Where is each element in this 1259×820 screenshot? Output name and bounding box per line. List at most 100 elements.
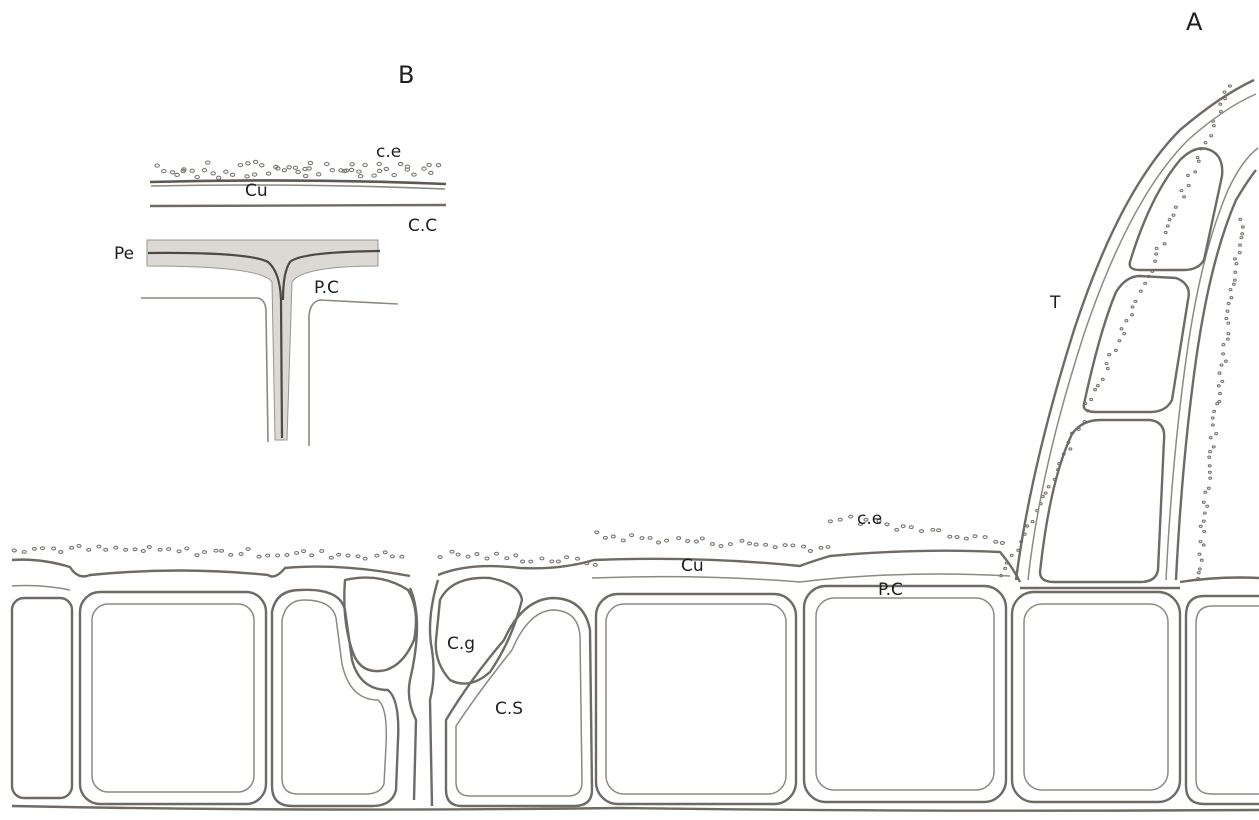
granule — [384, 167, 388, 170]
granule — [1000, 542, 1004, 545]
granule — [764, 543, 768, 546]
granule — [1168, 219, 1171, 221]
granule — [1241, 226, 1244, 228]
label-b-pectin: Pe — [114, 244, 134, 264]
granule — [657, 541, 661, 544]
guard-cell-left — [344, 578, 416, 672]
trichome-cell-3 — [1130, 148, 1223, 270]
granule — [1090, 398, 1093, 400]
cell-7-lumen — [1024, 604, 1168, 790]
granule — [849, 515, 853, 518]
stoma-pore-right — [430, 580, 438, 806]
granule — [1226, 310, 1229, 312]
granule — [320, 550, 324, 553]
granule — [1187, 174, 1190, 176]
granule — [1134, 300, 1137, 302]
granule — [1204, 491, 1207, 493]
granule — [1105, 363, 1108, 365]
granule — [246, 162, 250, 165]
panel-label-a: A — [1186, 8, 1203, 36]
granule — [1131, 306, 1134, 308]
label-a-subsidiary-cell: C.S — [495, 699, 523, 719]
granule — [104, 548, 108, 551]
granule — [330, 169, 334, 172]
granule — [909, 526, 913, 529]
granule — [450, 550, 454, 553]
granule — [1108, 354, 1111, 356]
granule — [611, 535, 615, 538]
granule — [293, 166, 297, 169]
granule — [325, 163, 329, 166]
granule — [124, 548, 128, 551]
granule — [1211, 417, 1214, 419]
granule — [399, 162, 403, 165]
granule — [1094, 389, 1097, 391]
granule — [214, 549, 218, 552]
label-b-epicuticular: c.e — [376, 142, 401, 162]
granule — [648, 537, 652, 540]
granule — [229, 553, 233, 556]
granule — [203, 551, 207, 554]
granule — [285, 554, 289, 557]
granule — [167, 548, 171, 551]
granule — [495, 552, 499, 555]
granule — [576, 557, 580, 560]
granule — [287, 166, 291, 169]
granule — [740, 539, 744, 542]
granule — [211, 172, 215, 175]
granule — [521, 560, 525, 563]
granule — [826, 546, 830, 549]
granule — [994, 540, 998, 543]
granule — [230, 173, 234, 176]
granule — [350, 163, 354, 166]
granule — [710, 543, 714, 546]
granule — [438, 556, 442, 559]
granule — [964, 537, 968, 540]
granule — [1163, 243, 1166, 245]
granule — [147, 546, 151, 549]
stoma-pore-left — [409, 588, 417, 800]
granule — [983, 536, 987, 539]
granule — [1200, 559, 1203, 561]
cell-8 — [1186, 596, 1259, 804]
granule — [372, 174, 376, 177]
granule — [1199, 541, 1202, 543]
granule — [363, 164, 367, 167]
granule — [828, 520, 832, 523]
cell-6-lumen — [816, 598, 994, 790]
granule — [1004, 567, 1007, 569]
granule — [686, 540, 690, 543]
cell-6 — [804, 586, 1006, 802]
granule — [1241, 233, 1244, 235]
pectin-band-b — [147, 240, 378, 440]
granule — [392, 174, 396, 177]
granule — [1187, 184, 1190, 186]
granule — [260, 164, 264, 167]
granule — [1234, 258, 1237, 260]
granule — [505, 557, 509, 560]
granule — [1101, 378, 1104, 380]
granule — [1203, 512, 1206, 514]
granule — [1042, 495, 1045, 497]
granule — [920, 530, 924, 533]
granule — [337, 553, 341, 556]
granule — [1155, 247, 1158, 249]
granule — [400, 555, 404, 558]
granule — [59, 551, 63, 554]
granule — [170, 171, 174, 174]
granule — [427, 163, 431, 166]
trichome-right-wall — [1176, 170, 1256, 580]
granule — [190, 169, 194, 172]
granule — [556, 560, 560, 563]
granule — [295, 552, 299, 555]
granule — [514, 554, 518, 557]
granule — [1172, 214, 1175, 216]
granule — [1218, 372, 1221, 374]
granule — [1238, 252, 1241, 254]
granule — [41, 547, 45, 550]
cuticle-surface-far-right — [1180, 578, 1259, 583]
granule — [1227, 302, 1230, 304]
label-a-guard-cell: C.g — [447, 634, 475, 654]
granule — [276, 554, 280, 557]
label-b-cuticle: Cu — [245, 181, 268, 201]
